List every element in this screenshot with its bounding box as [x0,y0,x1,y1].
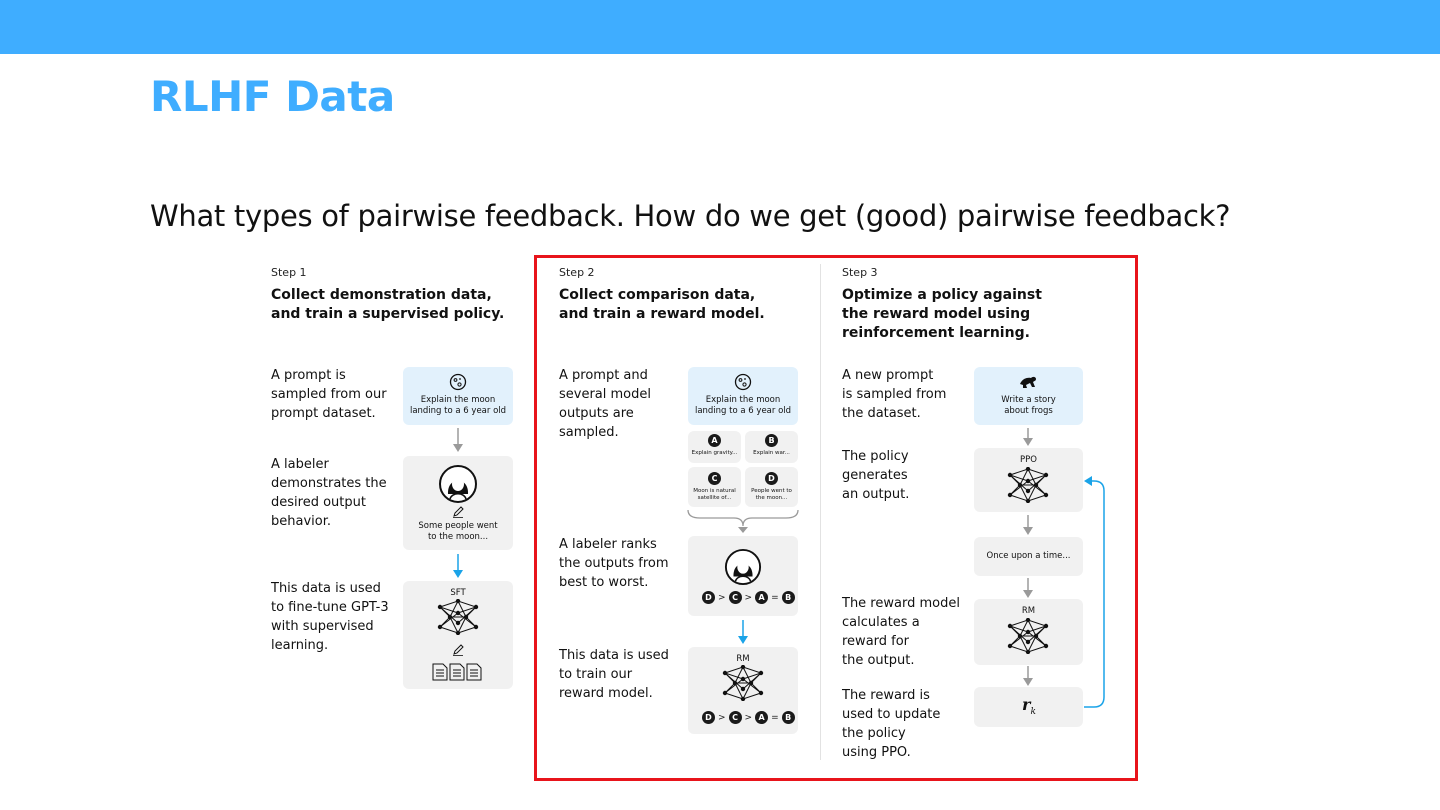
step2-rank-box: D > C > A = B [688,536,798,616]
step1-demo-box: Some people went to the moon... [403,456,513,550]
step1-label: Step 1 [271,266,307,279]
rank-item: A [755,591,769,604]
arrow-down [1023,515,1033,535]
step3-reward-box: rk [974,687,1083,727]
step1-prompt-box: Explain the moon landing to a 6 year old [403,367,513,425]
step3-rm-box: RM [974,599,1083,665]
step1-demo-text: Some people went to the moon... [418,521,498,542]
neural-net-icon [722,665,764,701]
output-letter-c: C [708,472,721,485]
labeler-icon [439,465,477,503]
top-banner [0,0,1440,54]
rank-item: B [781,591,795,604]
documents-icon [432,663,482,681]
ranking-row: D > C > A = B [702,591,795,604]
step3-output-box: Once upon a time... [974,537,1083,576]
output-card-d: D People went to the moon... [745,467,798,507]
step3-ppo-label: PPO [1020,455,1037,465]
rank-op: > [718,592,726,603]
slide-subtitle: What types of pairwise feedback. How do … [150,199,1231,233]
output-text-a: Explain gravity... [691,450,738,456]
rank-item: B [781,711,795,724]
arrow-down-blue [738,620,748,644]
arrow-down [1023,666,1033,686]
rank-op: > [718,712,726,723]
step3-prompt-box: Write a story about frogs [974,367,1083,425]
step2-desc-sample: A prompt and several model outputs are s… [559,368,651,440]
arrow-down [1023,428,1033,446]
labeler-icon [724,548,762,586]
output-card-a: A Explain gravity... [688,431,741,463]
step1-desc-finetune: This data is used to fine-tune GPT-3 wit… [271,581,389,653]
rank-op: = [771,712,779,723]
step1-sft-label: SFT [450,588,466,598]
step2-label: Step 2 [559,266,595,279]
frog-icon [1020,376,1036,388]
output-text-c: Moon is natural satellite of... [693,488,736,501]
reward-symbol: rk [1022,695,1036,717]
step3-output-text: Once upon a time... [986,551,1071,561]
ranking-row: D > C > A = B [702,711,795,724]
neural-net-icon [437,599,479,635]
step1-heading: Collect demonstration data, and train a … [271,287,505,322]
rank-item: D [702,591,715,604]
arrow-down [1023,578,1033,598]
pencil-icon [453,644,464,656]
output-text-b: Explain war... [753,450,790,456]
output-text-d: People went to the moon... [751,488,792,501]
pencil-icon [453,506,464,518]
step3-desc-update: The reward is used to update the policy … [842,688,941,760]
rank-op: > [744,592,753,603]
step2-rm-label: RM [736,654,750,664]
brace-icon [687,509,799,533]
rank-item: A [755,711,769,724]
arrow-down-blue [453,554,463,578]
reward-r: r [1022,695,1031,714]
reward-k: k [1030,707,1036,718]
moon-icon [734,373,752,391]
output-letter-b: B [765,434,778,447]
step2-desc-train: This data is used to train our reward mo… [559,648,669,701]
step3-desc-reward: The reward model calculates a reward for… [842,596,960,668]
output-letter-d: D [765,472,778,485]
step2-heading: Collect comparison data, and train a rew… [559,287,765,322]
output-letter-a: A [708,434,721,447]
step3-prompt-text: Write a story about frogs [1001,395,1056,416]
neural-net-icon [1007,618,1049,654]
step3-heading: Optimize a policy against the reward mod… [842,287,1042,341]
step2-prompt-box: Explain the moon landing to a 6 year old [688,367,798,425]
rank-item: D [702,711,715,724]
step2-prompt-text: Explain the moon landing to a 6 year old [694,395,792,416]
slide-title: RLHF Data [150,72,395,121]
step3-desc-prompt: A new prompt is sampled from the dataset… [842,368,947,421]
step3-label: Step 3 [842,266,878,279]
neural-net-icon [1007,467,1049,503]
step3-ppo-box: PPO [974,448,1083,512]
step-divider [820,264,821,760]
feedback-loop-arrow [1084,476,1105,708]
step1-prompt-text: Explain the moon landing to a 6 year old [409,395,507,416]
rank-op: > [744,712,753,723]
step1-desc-prompt: A prompt is sampled from our prompt data… [271,368,387,421]
arrow-down [453,428,463,452]
rank-item: C [728,591,742,604]
rank-item: C [728,711,742,724]
rank-op: = [771,592,779,603]
highlight-box [534,255,1138,781]
output-card-c: C Moon is natural satellite of... [688,467,741,507]
step2-desc-rank: A labeler ranks the outputs from best to… [559,537,669,590]
step1-desc-demo: A labeler demonstrates the desired outpu… [271,457,387,529]
step1-sft-box: SFT [403,581,513,689]
step3-desc-policy: The policy generates an output. [842,449,910,502]
moon-icon [449,373,467,391]
output-card-b: B Explain war... [745,431,798,463]
step2-rm-box: RM D > C > A = B [688,647,798,734]
step3-rm-label: RM [1021,606,1036,616]
